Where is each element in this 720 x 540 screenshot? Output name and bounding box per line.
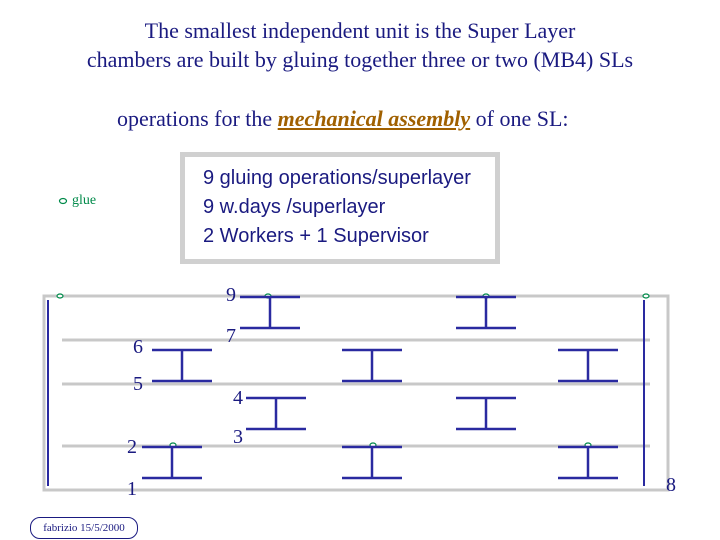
layer-sections [142, 295, 618, 480]
operations-prefix: operations for the [117, 106, 278, 131]
layer-section-lower-1 [246, 396, 306, 431]
info-work-days: 9 w.days /superlayer [203, 196, 386, 218]
layer-section-mid-3 [558, 348, 618, 383]
step-label-5: 5 [133, 373, 143, 395]
info-workers: 2 Workers + 1 Supervisor [203, 225, 429, 247]
step-label-9: 9 [226, 284, 236, 306]
info-box: 9 gluing operations/superlayer 9 w.days … [180, 152, 500, 264]
layer-section-bottom-2 [342, 445, 402, 480]
frame-left-bracket [42, 294, 62, 492]
operations-heading: operations for the mechanical assembly o… [117, 106, 569, 132]
info-gluing-operations: 9 gluing operations/superlayer [203, 167, 471, 189]
title-line-1: The smallest independent unit is the Sup… [144, 18, 576, 43]
step-label-4: 4 [233, 387, 243, 409]
glue-marker [642, 293, 650, 299]
step-label-7: 7 [226, 325, 236, 347]
footer-author-date: fabrizio 15/5/2000 [30, 517, 138, 539]
step-label-3: 3 [233, 426, 243, 448]
operations-suffix: of one SL: [470, 106, 569, 131]
layer-section-bottom-1 [142, 445, 202, 480]
glue-legend-label: glue [72, 193, 97, 208]
step-label-6: 6 [133, 336, 143, 358]
layer-section-mid-1 [152, 348, 212, 383]
layer-section-top-1 [240, 295, 300, 330]
layer-section-mid-2 [342, 348, 402, 383]
glue-legend-marker [58, 197, 68, 205]
frame-right-bracket [650, 294, 670, 492]
glue-markers [56, 197, 650, 448]
layer-section-bottom-3 [558, 445, 618, 480]
step-label-1: 1 [127, 478, 137, 500]
title-line-2: chambers are built by gluing together th… [86, 47, 634, 72]
layer-section-lower-2 [456, 396, 516, 431]
step-label-8: 8 [666, 474, 676, 496]
glue-marker [56, 293, 64, 299]
layer-section-top-2 [456, 295, 516, 330]
step-label-2: 2 [127, 436, 137, 458]
operations-highlight: mechanical assembly [277, 106, 471, 131]
